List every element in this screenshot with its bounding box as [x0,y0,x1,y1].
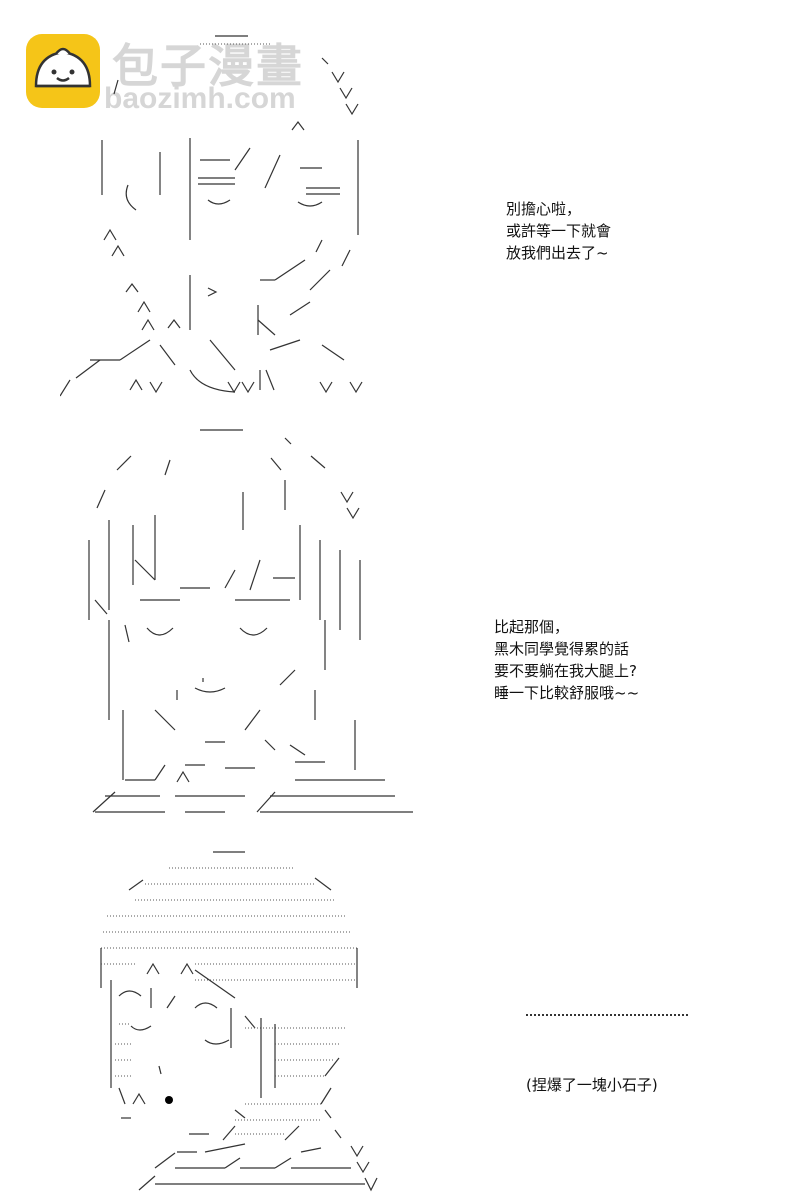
ellipsis-line [526,1014,688,1016]
dialog-text-1: 別擔心啦， 或許等一下就會 放我們出去了~ [506,200,612,262]
dialog-text-3: (捏爆了一塊小石子) [526,1076,658,1094]
dialog-text-2: 比起那個， 黑木同學覺得累的話 要不要躺在我大腿上? 睡一下比較舒服哦~~ [494,618,640,702]
ascii-face-shaded-icon [95,848,385,1198]
ascii-face-smiling-icon [85,420,415,820]
watermark-domain: baozimh.com [104,82,296,115]
ascii-face-calm-icon [60,30,380,400]
bun-face-icon [26,34,100,108]
watermark-site-name: 包子漫畫 [112,39,304,93]
